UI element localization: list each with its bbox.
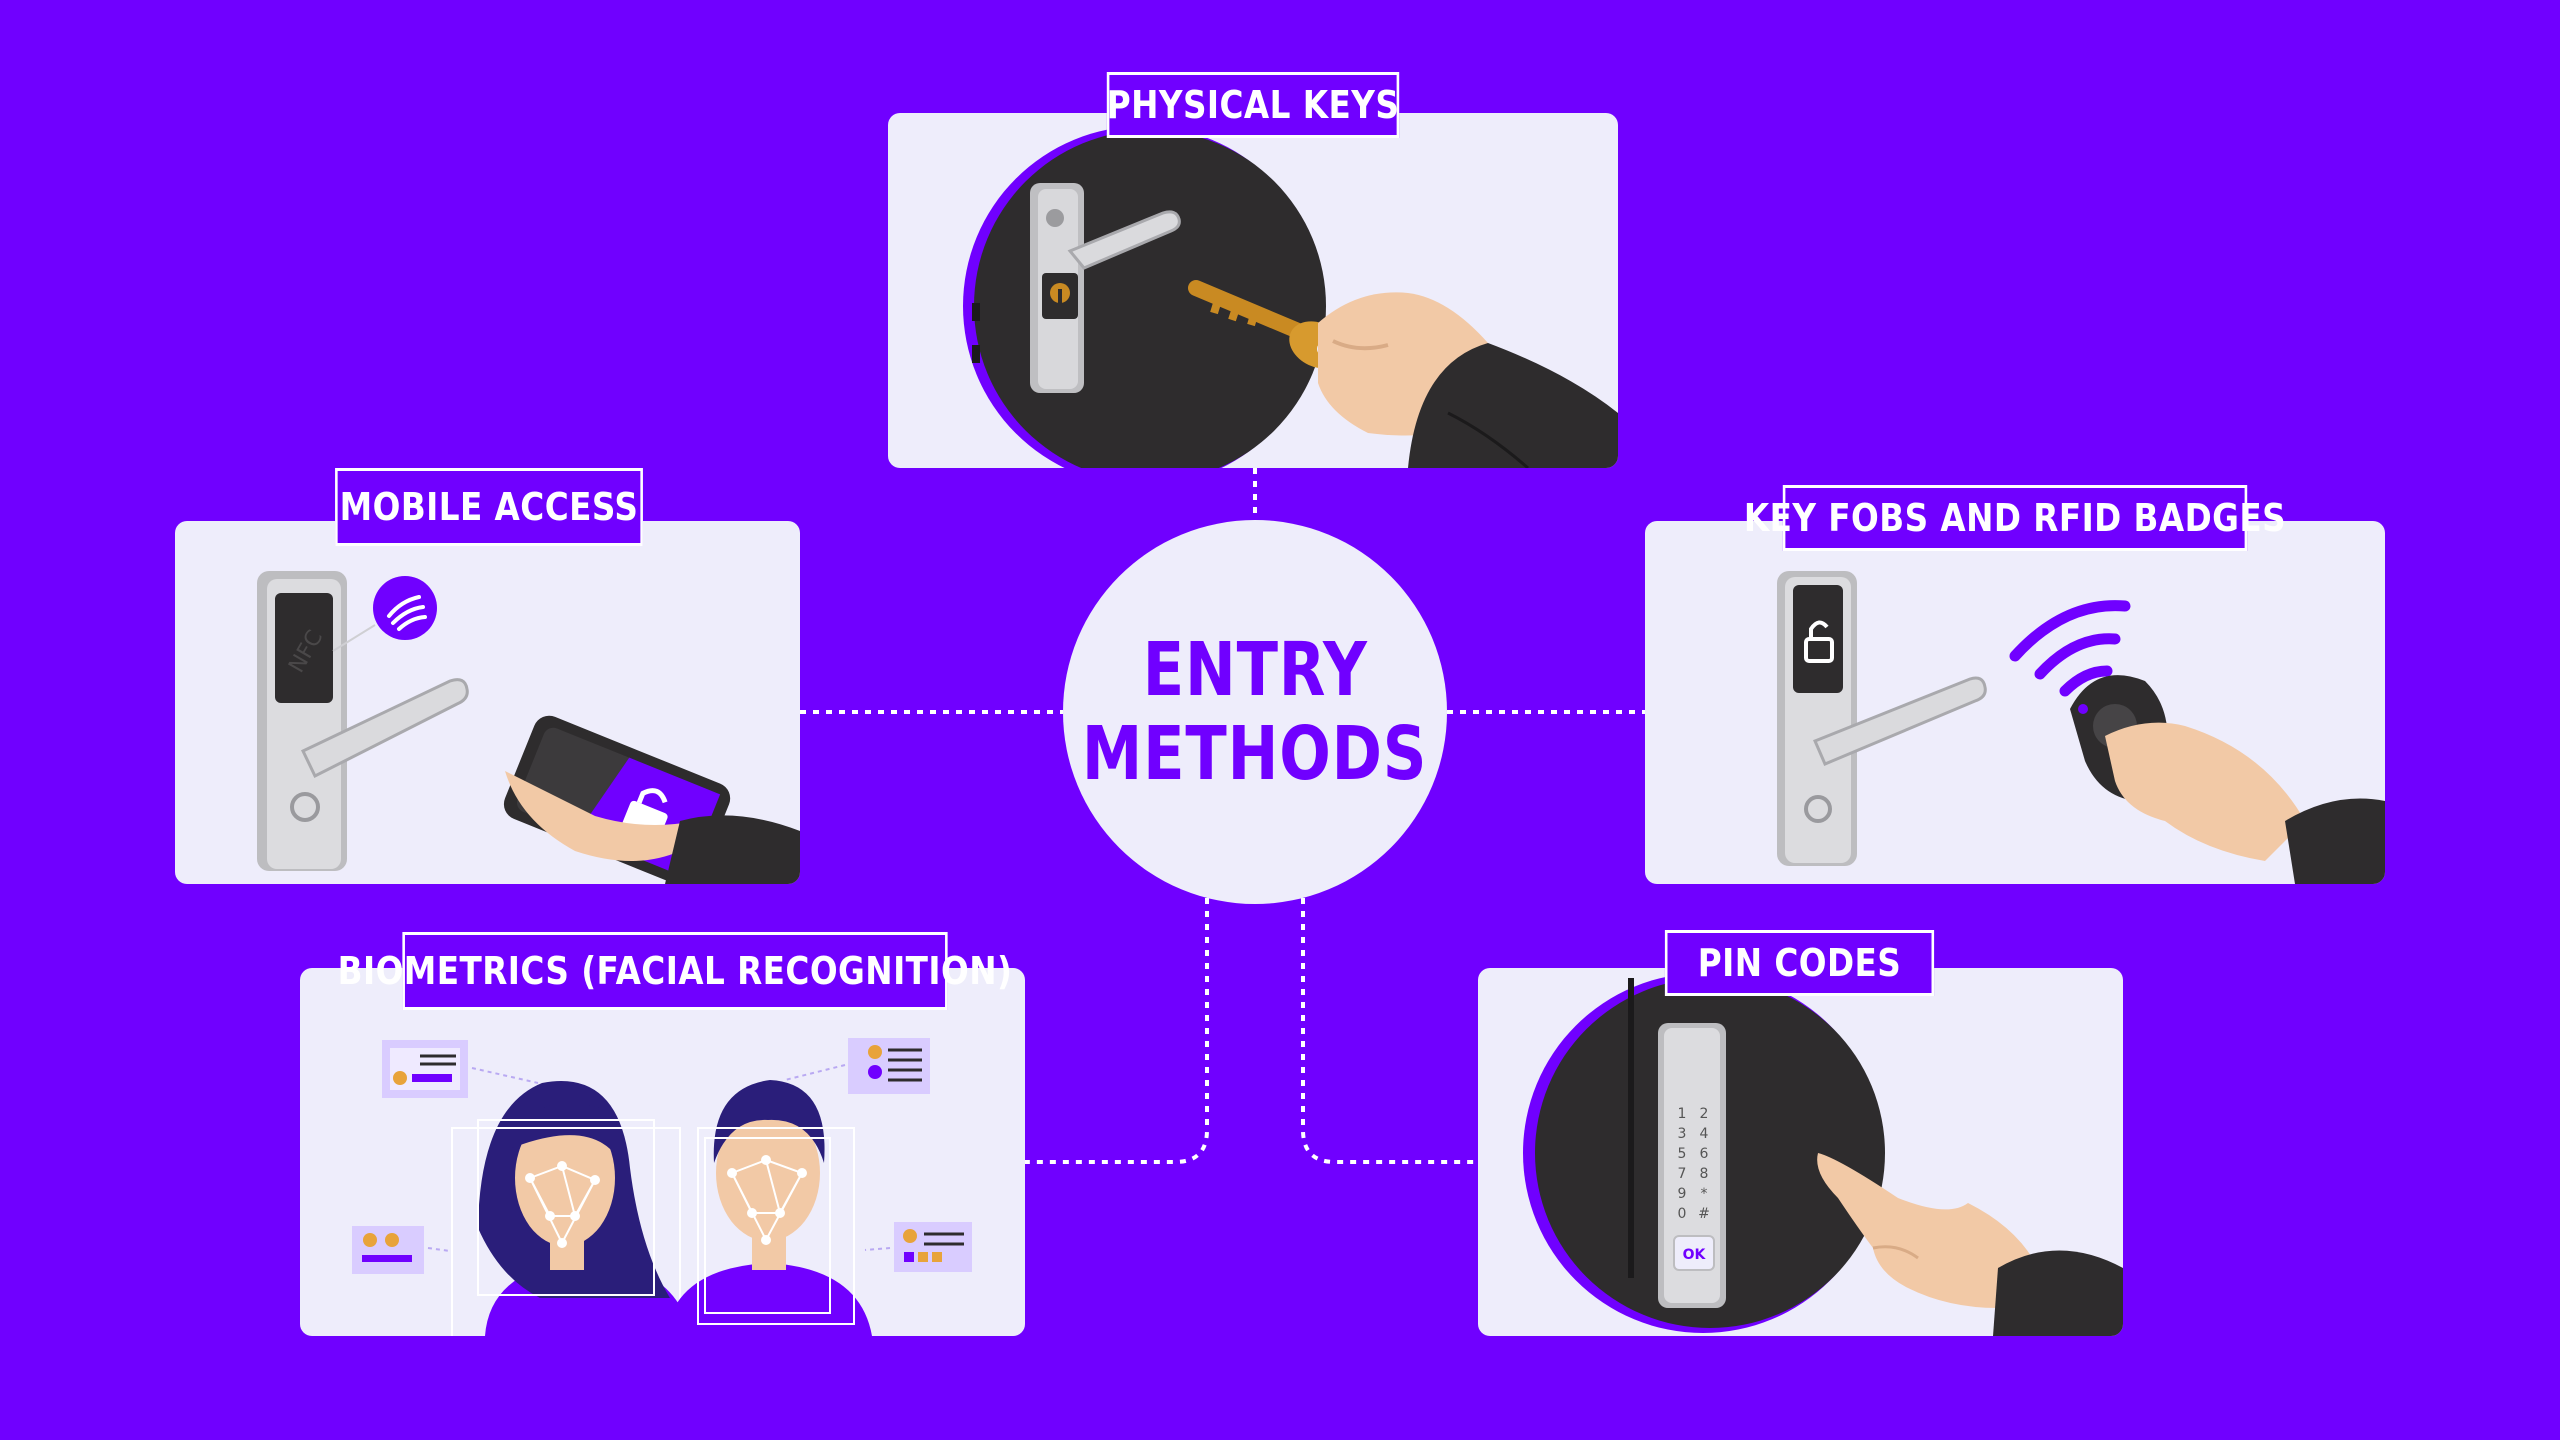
keypad-digit: 1	[1678, 1106, 1687, 1122]
key-fob-illustration	[1777, 571, 2385, 884]
keypad-digit: #	[1698, 1206, 1710, 1222]
nfc-icon	[373, 576, 437, 640]
keypad-digit: 5	[1678, 1146, 1687, 1162]
mobile-nfc-illustration: NFC	[257, 571, 800, 884]
biometrics-card	[300, 968, 1025, 1336]
key-fobs-card	[1645, 521, 2385, 884]
face-scan-icon	[382, 1040, 468, 1098]
mobile-access-label: MOBILE ACCESS	[335, 468, 643, 546]
entry-methods-hub: ENTRY METHODS	[1063, 520, 1447, 904]
key-in-lock-illustration	[963, 126, 1618, 468]
keypad-digit: 4	[1700, 1126, 1709, 1142]
padlock-icon	[1804, 620, 1834, 663]
keypad-digit: 6	[1700, 1146, 1709, 1162]
biometrics-label: BIOMETRICS (FACIAL RECOGNITION)	[338, 932, 1012, 1010]
keypad-digit: 3	[1678, 1126, 1687, 1142]
physical-keys-label: PHYSICAL KEYS	[1107, 72, 1400, 138]
keypad-digit: 2	[1700, 1106, 1709, 1122]
hub-title-line1: ENTRY	[1142, 627, 1368, 713]
keypad-digit: 8	[1700, 1166, 1709, 1182]
door-handle-icon	[1030, 183, 1181, 393]
hub-title-line2: METHODS	[1082, 711, 1428, 797]
wireless-signal-icon	[2009, 600, 2131, 697]
keypad-digit: 0	[1678, 1206, 1687, 1222]
mobile-access-card: NFC	[175, 521, 800, 884]
physical-keys-card	[888, 113, 1618, 468]
pin-codes-label: PIN CODES	[1664, 930, 1935, 996]
facial-recognition-illustration	[352, 1038, 972, 1336]
key-fobs-label: KEY FOBS AND RFID BADGES	[1744, 485, 2286, 551]
pointing-hand-icon	[1817, 1153, 2123, 1336]
keypad-digit: *	[1701, 1186, 1708, 1202]
keypad-digit: 7	[1678, 1166, 1687, 1182]
keypad-digit: 9	[1678, 1186, 1687, 1202]
ok-key: OK	[1683, 1247, 1707, 1263]
